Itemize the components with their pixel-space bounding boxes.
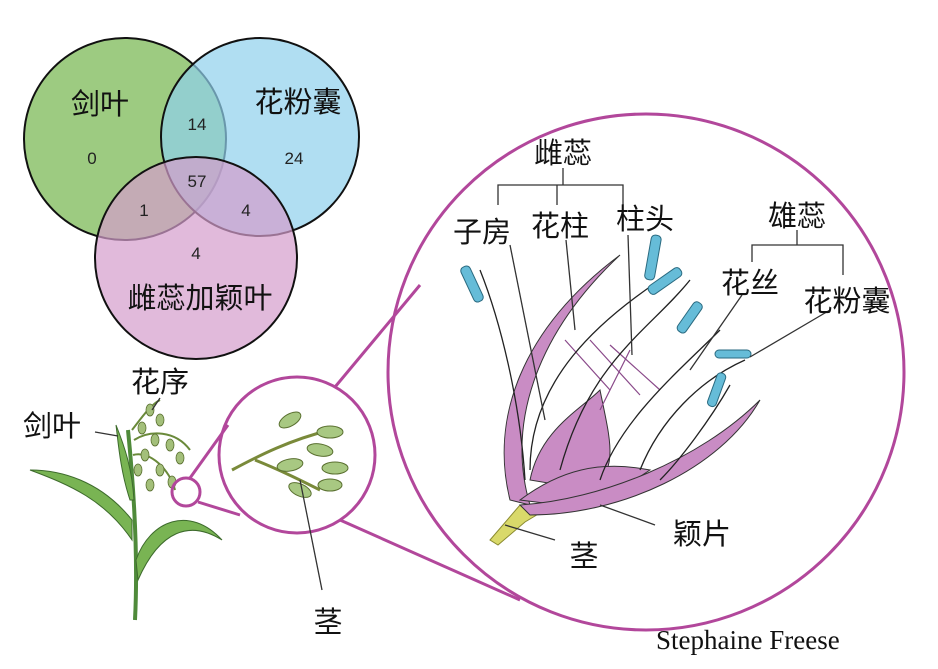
label-ovary: 子房 — [453, 215, 511, 249]
venn-circle-pistil — [94, 156, 298, 360]
venn-count-anther-pistil: 4 — [241, 201, 250, 220]
label-filament: 花丝 — [721, 266, 779, 300]
label-stigma: 柱头 — [616, 202, 674, 236]
spikelet-branch — [231, 411, 349, 591]
label-anther: 花粉囊 — [803, 284, 890, 318]
venn-count-all: 57 — [188, 172, 207, 191]
label-glume: 颖片 — [673, 517, 731, 551]
venn-count-leaf-anther: 14 — [188, 115, 207, 134]
venn-count-pistil-only: 4 — [191, 244, 200, 263]
magnifier — [170, 112, 906, 632]
label-style: 花柱 — [531, 209, 589, 243]
venn-count-leaf-pistil: 1 — [139, 201, 148, 220]
venn-label-pistil: 雌蕊加颖叶 — [127, 281, 272, 315]
venn-label-anther: 花粉囊 — [254, 85, 341, 119]
leader-lines — [497, 168, 844, 541]
rice-plant-illustration — [29, 397, 223, 621]
venn-count-anther-only: 24 — [285, 149, 304, 168]
venn-diagram: 剑叶 花粉囊 雌蕊加颖叶 0 24 4 14 1 4 57 — [23, 37, 360, 360]
venn-count-leaf-only: 0 — [87, 149, 96, 168]
rice-flower-illustration — [460, 234, 761, 546]
label-stem-small: 茎 — [313, 605, 342, 639]
label-stem-flower: 茎 — [569, 539, 598, 573]
venn-label-flag-leaf: 剑叶 — [71, 87, 129, 121]
label-flag-leaf: 剑叶 — [23, 409, 81, 443]
label-inflorescence: 花序 — [131, 365, 189, 399]
label-stamen: 雄蕊 — [768, 199, 826, 233]
label-pistil: 雌蕊 — [534, 136, 592, 170]
author-credit: Stephaine Freese — [656, 625, 840, 655]
